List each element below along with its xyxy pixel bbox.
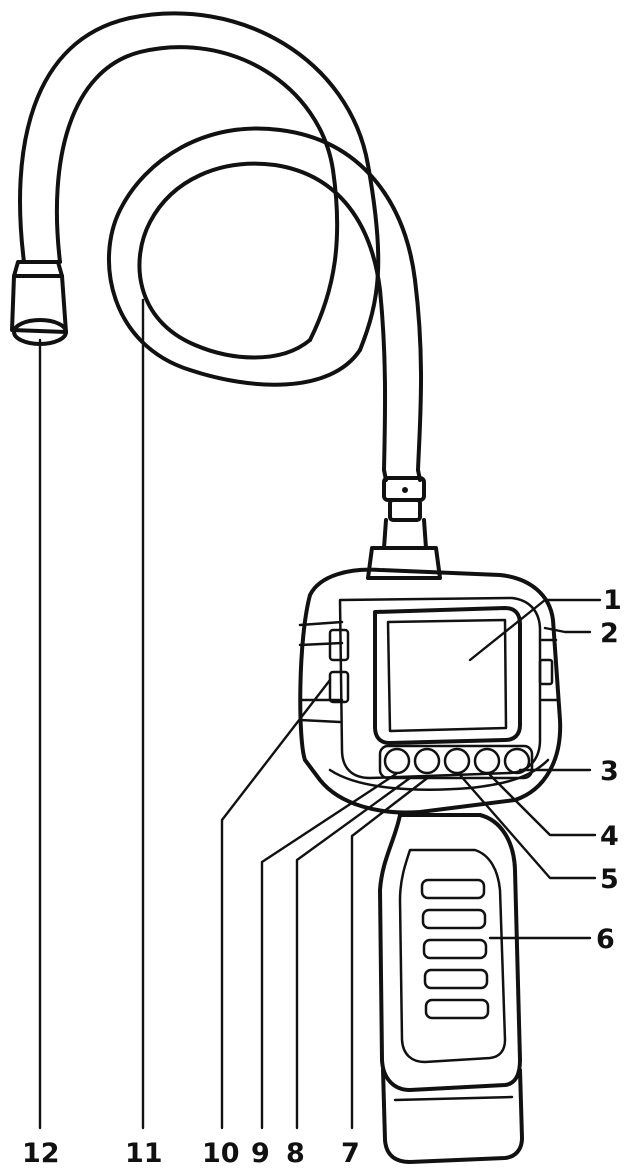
callout-10: 10: [202, 1138, 240, 1169]
callout-2: 2: [600, 618, 619, 649]
callout-5: 5: [600, 864, 619, 895]
camera-tip: [10, 260, 68, 346]
handle-grip: [378, 813, 524, 1164]
leader-lines: [38, 298, 602, 1130]
callout-11: 11: [125, 1138, 163, 1169]
callout-8: 8: [286, 1138, 305, 1169]
control-buttons: [378, 744, 534, 780]
cable-collar: [366, 476, 442, 580]
lcd-screen: [373, 606, 522, 745]
callout-12: 12: [22, 1138, 60, 1169]
callout-1: 1: [603, 585, 622, 616]
callout-labels: 1 2 3 4 5 6 7 8 9 10 11 12: [22, 585, 622, 1169]
callout-9: 9: [251, 1138, 270, 1169]
callout-3: 3: [600, 756, 619, 787]
callout-6: 6: [596, 924, 615, 955]
callout-4: 4: [600, 821, 619, 852]
callout-7: 7: [341, 1138, 360, 1169]
gooseneck-cable: [18, 11, 424, 482]
